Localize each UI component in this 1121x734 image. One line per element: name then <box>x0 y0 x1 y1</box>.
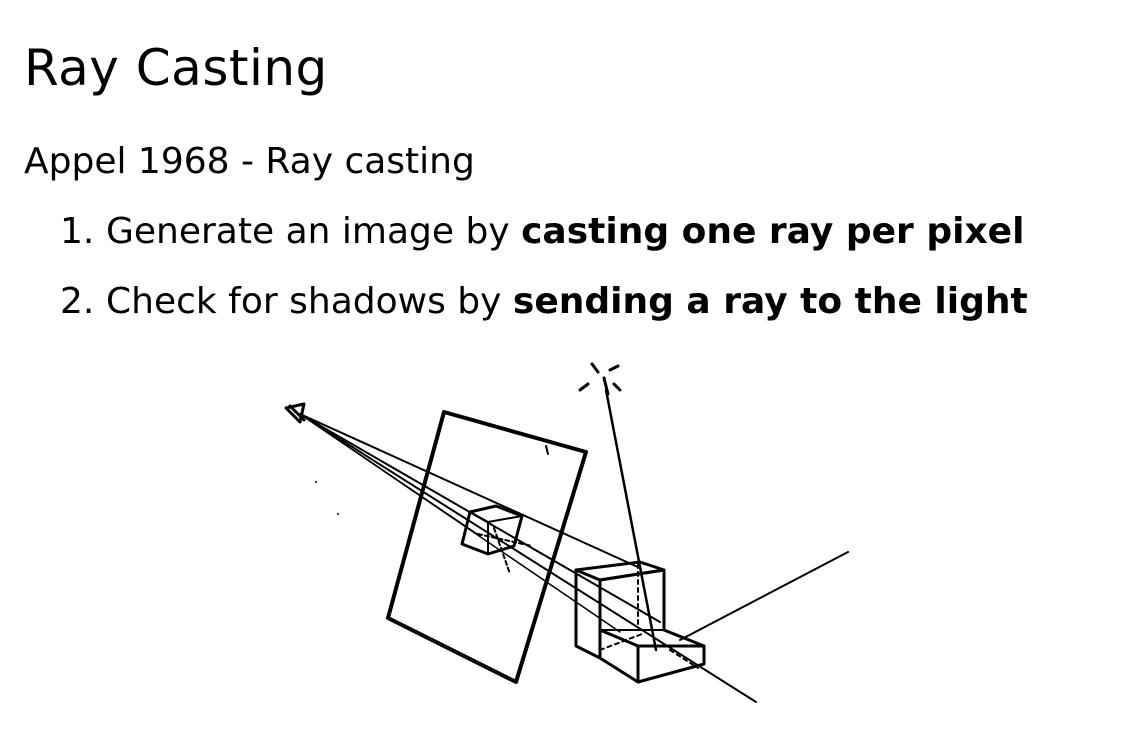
slide-subtitle: Appel 1968 - Ray casting <box>24 141 475 182</box>
ray-casting-sketch <box>270 350 870 720</box>
list-item-number: 1. <box>60 211 95 252</box>
primary-rays <box>299 413 757 703</box>
list-item-text: Check for shadows by <box>106 281 513 322</box>
secondary-ray <box>679 551 849 641</box>
list-item-bold-text: casting one ray per pixel <box>521 211 1025 252</box>
scene-object <box>574 560 706 684</box>
shadow-ray <box>604 388 658 652</box>
list-item-1: 1. Generate an image by casting one ray p… <box>60 208 1024 256</box>
image-plane <box>386 410 588 684</box>
eye-icon <box>284 402 306 424</box>
list-item-2: 2. Check for shadows by sending a ray to … <box>60 278 1028 326</box>
list-item-bold-text: sending a ray to the light <box>512 281 1028 322</box>
slide-title: Ray Casting <box>24 38 328 97</box>
light-icon <box>578 362 622 396</box>
list-item-number: 2. <box>60 281 95 322</box>
list-item-text: Generate an image by <box>106 211 522 252</box>
projected-object <box>460 504 533 575</box>
